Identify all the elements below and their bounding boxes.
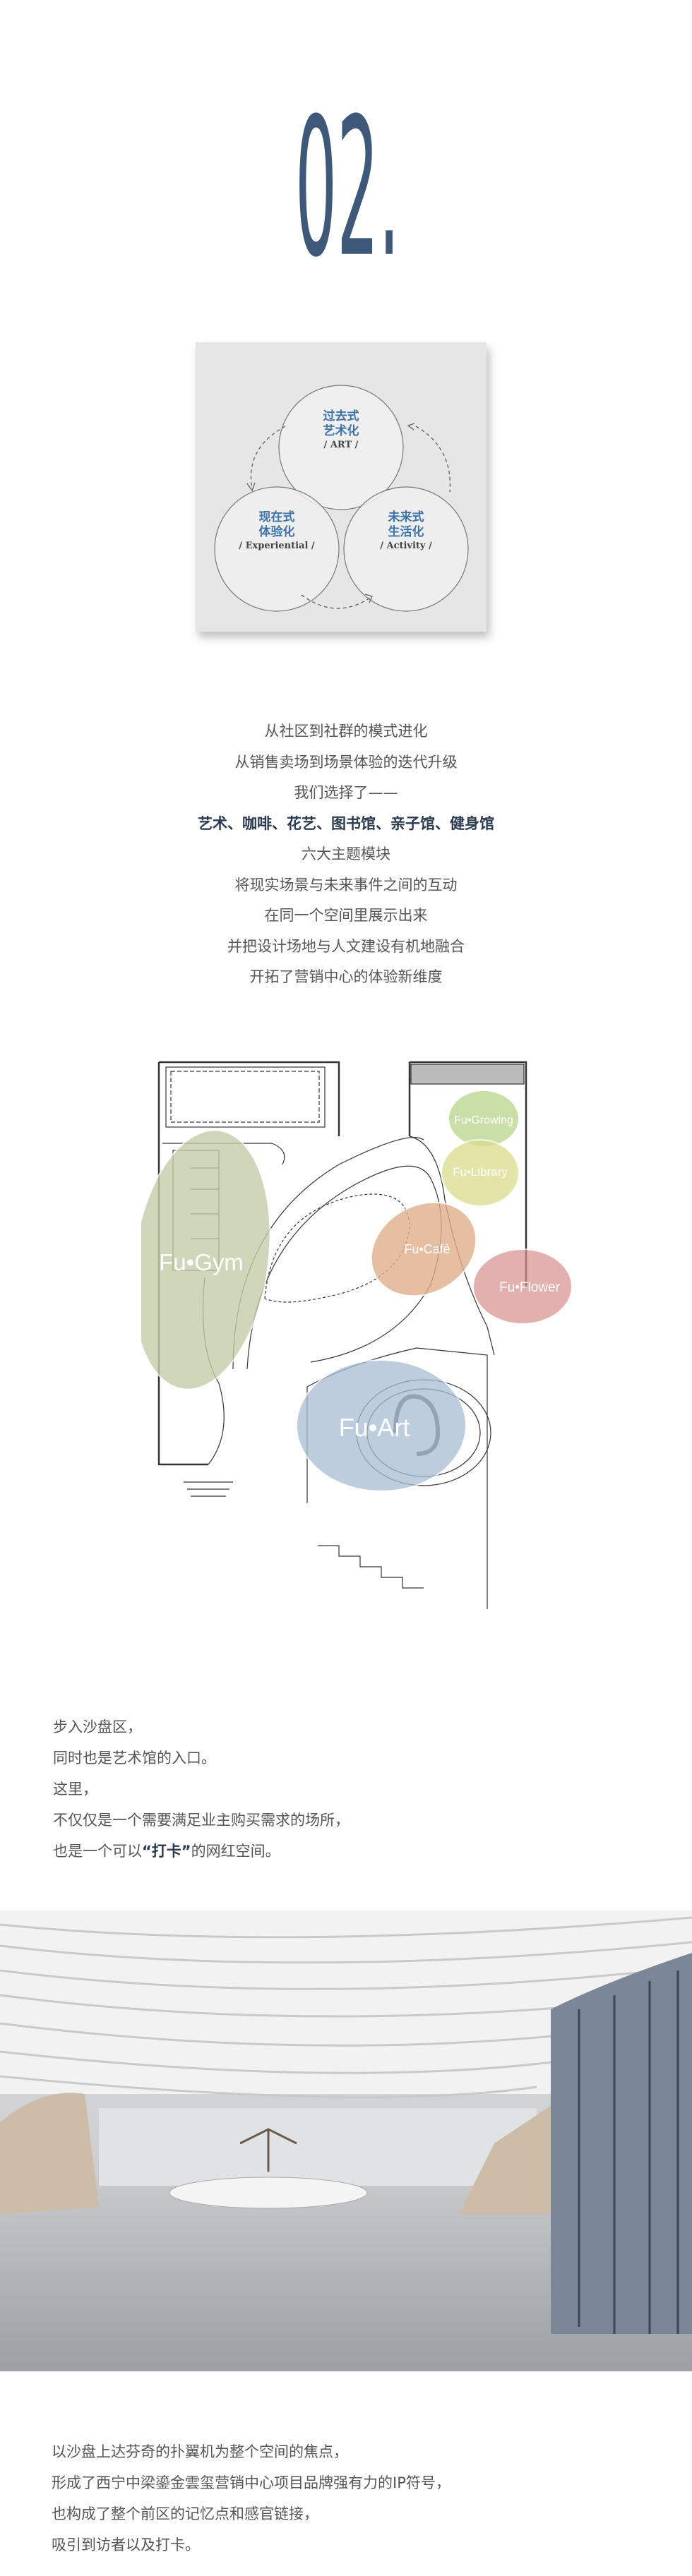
circle-art-title: 过去式 xyxy=(323,409,359,423)
interior-photo xyxy=(0,1910,692,2371)
paragraph-line: 也是一个可以“打卡”的网红空间。 xyxy=(53,1836,660,1867)
intro-text: 从社区到社群的模式进化 从销售卖场到场景体验的迭代升级 我们选择了—— 艺术、咖… xyxy=(0,716,692,993)
circle-experiential-subtitle: 体验化 xyxy=(258,525,295,539)
floor-plan: Fu•Growing Fu•Library Fu•Café Fu•Flower … xyxy=(131,1052,593,1612)
intro-line: 从销售卖场到场景体验的迭代升级 xyxy=(234,753,458,771)
circle-art: 过去式 艺术化 / ART / xyxy=(299,409,383,452)
paragraph-line: 不仅仅是一个需要满足业主购买需求的场所， xyxy=(53,1812,350,1829)
zone-label-flower: Fu•Flower xyxy=(499,1280,561,1295)
section-number: 02. xyxy=(295,78,400,300)
intro-line: 将现实场景与未来事件之间的互动 xyxy=(234,876,458,893)
paragraph-line: 以沙盘上达芬奇的扑翼机为整个空间的焦点， xyxy=(52,2443,348,2460)
zone-label-library: Fu•Library xyxy=(453,1165,508,1179)
floor-plan-drawing: Fu•Growing Fu•Library Fu•Café Fu•Flower … xyxy=(131,1061,573,1609)
intro-line: 我们选择了—— xyxy=(294,784,398,801)
zone-flower xyxy=(472,1248,573,1325)
zone-art xyxy=(296,1359,467,1492)
zone-cafe xyxy=(370,1201,477,1297)
zone-label-cafe: Fu•Café xyxy=(404,1242,450,1256)
circle-activity-subtitle: 生活化 xyxy=(388,525,424,539)
highlight-checkin: “打卡” xyxy=(142,1843,191,1860)
circle-activity-en: / Activity / xyxy=(380,541,432,551)
paragraph-line: 步入沙盘区， xyxy=(53,1719,142,1735)
paragraph-line: 形成了西宁中梁鎏金雲玺营销中心项目品牌强有力的IP符号， xyxy=(52,2474,451,2491)
circle-experiential: 现在式 体验化 / Experiential / xyxy=(227,510,326,553)
paragraph-line: 也构成了整个前区的记忆点和感官链接， xyxy=(52,2505,318,2522)
paragraph-line: 这里， xyxy=(53,1781,97,1798)
circle-art-subtitle: 艺术化 xyxy=(323,424,359,438)
interior-photo-illustration xyxy=(0,1910,692,2371)
circle-activity-title: 未来式 xyxy=(388,510,424,524)
zone-label-gym: Fu•Gym xyxy=(159,1249,244,1275)
circle-art-en: / ART / xyxy=(323,440,359,450)
text: 的网红空间。 xyxy=(191,1843,280,1860)
intro-line: 开拓了营销中心的体验新维度 xyxy=(249,968,443,985)
paragraph-focus: 以沙盘上达芬奇的扑翼机为整个空间的焦点， 形成了西宁中梁鎏金雲玺营销中心项目品牌… xyxy=(52,2436,659,2560)
concept-diagram: 过去式 艺术化 / ART / 现在式 体验化 / Experiential /… xyxy=(196,342,487,632)
zone-library xyxy=(441,1139,520,1207)
paragraph-line: 同时也是艺术馆的入口。 xyxy=(53,1750,216,1767)
circle-activity: 未来式 生活化 / Activity / xyxy=(364,510,448,553)
paragraph-line: 吸引到访者以及打卡。 xyxy=(52,2536,200,2553)
zone-label-growing: Fu•Growing xyxy=(454,1114,513,1126)
zone-ellipses xyxy=(131,1090,573,1492)
intro-line: 在同一个空间里展示出来 xyxy=(264,907,428,924)
intro-line: 六大主题模块 xyxy=(302,845,390,862)
paragraph-entrance: 步入沙盘区， 同时也是艺术馆的入口。 这里， 不仅仅是一个需要满足业主购买需求的… xyxy=(53,1711,660,1867)
text: 也是一个可以 xyxy=(53,1843,142,1860)
intro-line: 从社区到社群的模式进化 xyxy=(264,723,428,740)
circle-experiential-title: 现在式 xyxy=(258,510,295,524)
intro-line: 并把设计场地与人文建设有机地融合 xyxy=(227,937,465,955)
circle-experiential-en: / Experiential / xyxy=(239,541,315,551)
intro-line-modules: 艺术、咖啡、花艺、图书馆、亲子馆、健身馆 xyxy=(198,814,494,832)
zone-label-art: Fu•Art xyxy=(339,1413,410,1442)
diagram-circles xyxy=(214,385,469,612)
